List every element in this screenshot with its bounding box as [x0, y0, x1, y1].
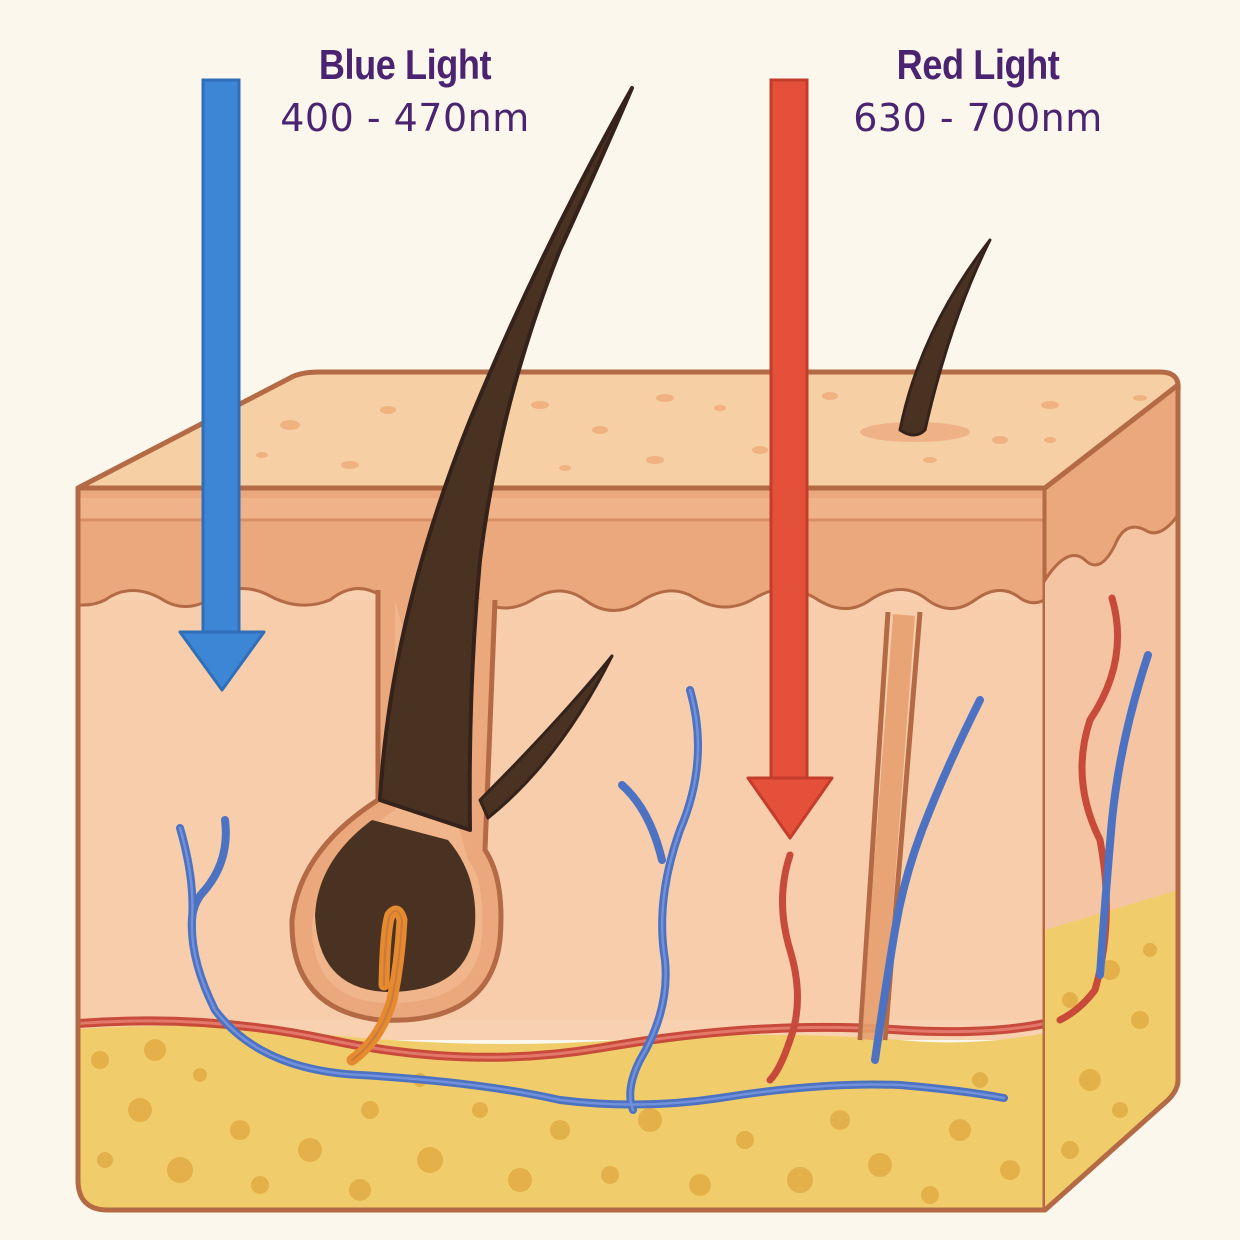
red-light-label: Red Light 630 - 700nm: [828, 40, 1128, 146]
fat-cells: [91, 1039, 1020, 1204]
skin-top-surface: [75, 369, 1181, 491]
hair-shaft-main: [378, 86, 634, 832]
hair-shaft-side: [478, 654, 614, 820]
red-light-arrow: [746, 78, 834, 840]
hair-shaft-small: [898, 238, 992, 437]
blue-light-arrow: [178, 78, 266, 692]
red-light-range: 630 - 700nm: [853, 96, 1103, 140]
blue-light-label: Blue Light 400 - 470nm: [255, 40, 555, 146]
red-light-title: Red Light: [896, 41, 1060, 88]
blood-vessel-artery: [766, 851, 801, 1084]
blue-light-range: 400 - 470nm: [280, 96, 530, 140]
blue-light-title: Blue Light: [318, 41, 492, 88]
